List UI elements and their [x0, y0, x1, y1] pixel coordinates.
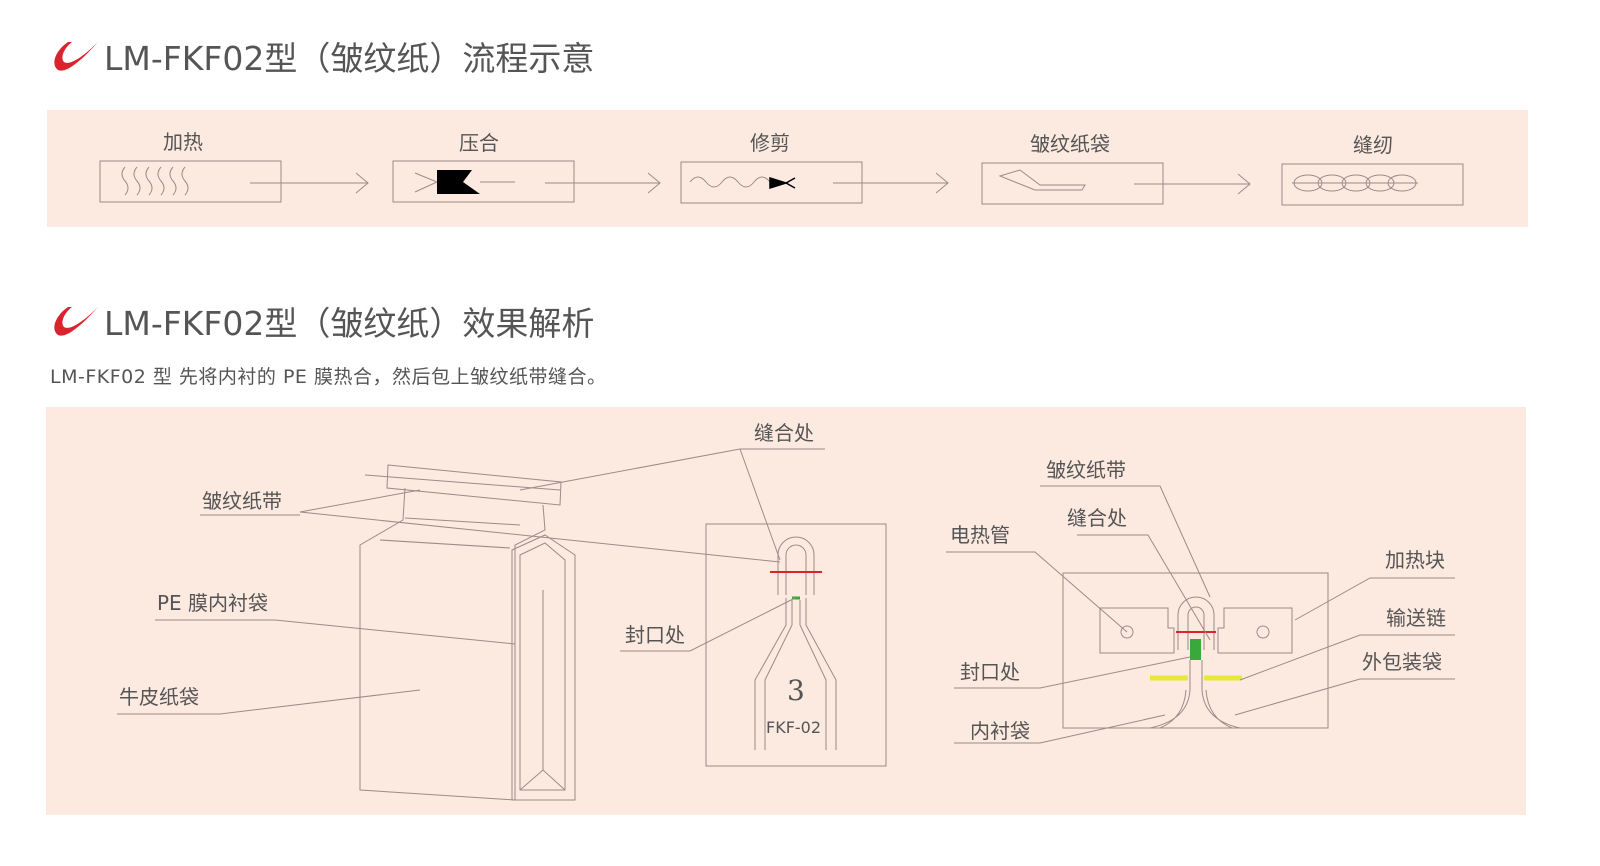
- label-seal-right: 封口处: [960, 660, 1020, 684]
- step-label: 皱纹纸袋: [1030, 132, 1110, 156]
- seal-detail-illustration: 3 FKF-02: [705, 523, 887, 767]
- heater-tube-icon: [1256, 625, 1270, 639]
- label-crepe-tape-right: 皱纹纸带: [1046, 458, 1126, 482]
- label-conveyor-chain: 输送链: [1386, 606, 1446, 630]
- label-stitch: 缝合处: [754, 421, 814, 445]
- stitch-pattern-icon: [1292, 174, 1418, 192]
- arrow-icon: [250, 172, 369, 194]
- step-label: 修剪: [750, 131, 790, 155]
- label-outer-bag: 外包装袋: [1362, 650, 1442, 674]
- step-label: 压合: [459, 131, 499, 155]
- section2-description: LM-FKF02 型 先将内衬的 PE 膜热合，然后包上皱纹纸带缝合。: [50, 366, 607, 388]
- logo-swoosh-icon: [54, 42, 98, 71]
- bag-number: 3: [787, 674, 805, 707]
- model-label: FKF-02: [766, 718, 821, 737]
- label-seal: 封口处: [625, 623, 685, 647]
- label-heating-block: 加热块: [1385, 548, 1445, 572]
- process-step-press: 压合: [392, 131, 661, 203]
- label-heater-tube: 电热管: [950, 523, 1010, 547]
- heater-tube-icon: [1120, 625, 1134, 639]
- label-stitch-right: 缝合处: [1067, 506, 1127, 530]
- heat-waves-icon: [121, 166, 189, 196]
- label-inner-bag: 内衬袋: [970, 719, 1030, 743]
- process-step-sew: 缝纫: [1281, 133, 1464, 206]
- process-panel: [47, 110, 1528, 227]
- logo-swoosh-icon: [54, 307, 98, 336]
- label-crepe-tape: 皱纹纸带: [202, 489, 282, 513]
- press-block-icon: [437, 170, 480, 194]
- section1-heading: LM-FKF02型（皱纹纸）流程示意: [50, 32, 594, 80]
- label-kraft-bag: 牛皮纸袋: [119, 685, 199, 709]
- left-callouts: 缝合处 皱纹纸带 PE 膜内衬袋 牛皮纸袋 封口处: [117, 421, 825, 715]
- section1-title: LM-FKF02型（皱纹纸）流程示意: [104, 39, 595, 78]
- step-label: 缝纫: [1353, 133, 1393, 157]
- machine-illustration: [1062, 572, 1329, 729]
- section2-heading: LM-FKF02型（皱纹纸）效果解析: [50, 297, 594, 345]
- process-step-bag: 皱纹纸袋: [981, 132, 1251, 205]
- scissors-icon: [769, 176, 796, 190]
- arrow-icon: [480, 172, 661, 194]
- process-step-trim: 修剪: [680, 131, 949, 204]
- right-callouts: 皱纹纸带 缝合处 电热管 加热块 输送链 外包装袋 封口处 内衬袋: [946, 458, 1455, 744]
- process-step-heat: 加热: [99, 130, 369, 203]
- step-label: 加热: [163, 130, 203, 154]
- arrow-icon: [833, 172, 949, 194]
- label-pe-liner: PE 膜内衬袋: [157, 591, 268, 615]
- bag-illustration: [359, 464, 576, 801]
- section2-title: LM-FKF02型（皱纹纸）效果解析: [104, 304, 595, 343]
- arrow-icon: [1134, 173, 1251, 195]
